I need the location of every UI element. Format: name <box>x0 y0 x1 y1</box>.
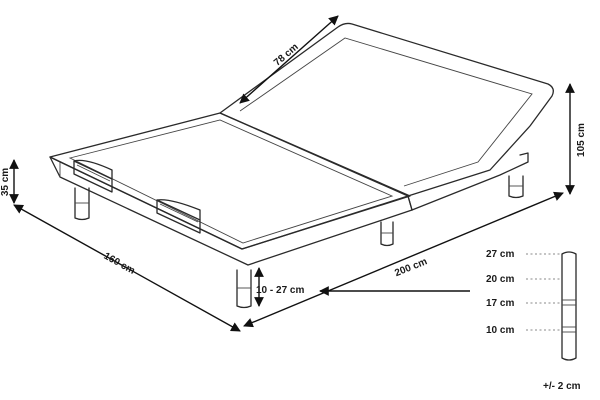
bed-leg-front-right <box>236 269 252 309</box>
raised-height-label: 105 cm <box>576 123 587 157</box>
length-label: 200 cm <box>393 256 429 279</box>
leg-level-17: 17 cm <box>486 298 514 309</box>
dimension-headrest: 78 cm <box>239 15 339 104</box>
leg-level-27: 27 cm <box>486 249 514 260</box>
dimension-raised-height: 105 cm <box>565 83 587 195</box>
leg-level-20: 20 cm <box>486 274 514 285</box>
leg-level-10: 10 cm <box>486 325 514 336</box>
frame-height-label: 35 cm <box>0 168 11 196</box>
leg-height-range-label: 10 - 27 cm <box>256 285 304 296</box>
bed-leg-middle <box>380 221 394 247</box>
dimension-width: 160 cm <box>13 204 241 332</box>
dimension-frame-height: 35 cm <box>0 159 19 204</box>
leg-height-detail: 27 cm 20 cm 17 cm 10 cm +/- 2 cm <box>486 249 581 392</box>
bed-leg-front-left <box>74 187 90 221</box>
side-rail-front <box>156 199 201 234</box>
mattress-head-section <box>219 22 554 197</box>
side-rail-back <box>73 159 113 193</box>
tolerance-label: +/- 2 cm <box>543 381 581 392</box>
leg-detail-icon <box>561 251 577 361</box>
width-label: 160 cm <box>102 251 137 277</box>
dimension-leg-height: 10 - 27 cm <box>254 267 470 307</box>
bed-leg-back-right <box>508 175 524 199</box>
